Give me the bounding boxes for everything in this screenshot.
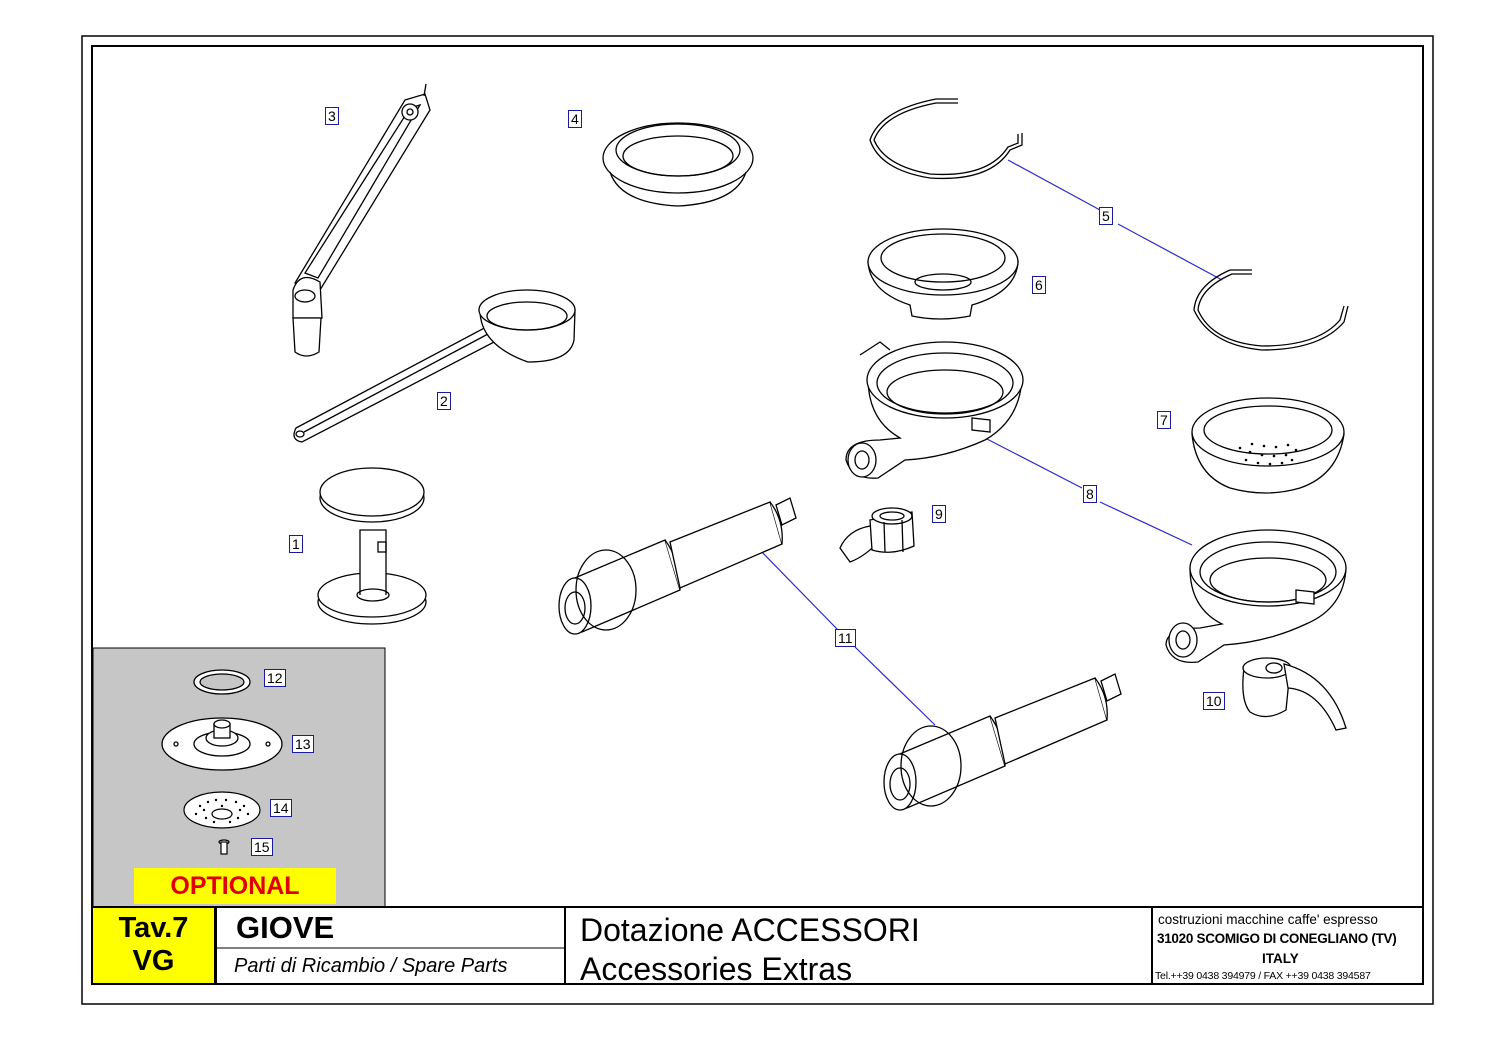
outer-frame xyxy=(81,35,1434,1005)
leader-lines xyxy=(756,159,1223,726)
part-label-7: 7 xyxy=(1157,411,1171,429)
part-label-9: 9 xyxy=(932,505,946,523)
part-label-14: 14 xyxy=(270,799,292,817)
part-label-12: 12 xyxy=(264,669,286,687)
title-block-grid xyxy=(92,906,1423,984)
part-9-spout xyxy=(839,507,915,563)
part-label-5: 5 xyxy=(1099,207,1113,225)
optional-badge: OPTIONAL xyxy=(134,868,336,904)
maker-country: ITALY xyxy=(1262,951,1299,966)
maker-tagline: costruzioni macchine caffe' espresso xyxy=(1158,912,1378,927)
spare-parts-label: Parti di Ricambio / Spare Parts xyxy=(234,955,508,977)
part-label-8: 8 xyxy=(1083,485,1097,503)
part-5-spring-bottom xyxy=(1193,269,1349,351)
drawing-code: Tav.7 xyxy=(118,912,189,944)
part-label-4: 4 xyxy=(568,110,582,128)
maker-address: 31020 SCOMIGO DI CONEGLIANO (TV) xyxy=(1157,931,1397,946)
part-11-cylinder-lower xyxy=(883,673,1122,811)
part-13-shower-holder xyxy=(161,717,283,771)
part-10-double-spout xyxy=(1242,657,1347,731)
part-label-13: 13 xyxy=(292,735,314,753)
part-label-1: 1 xyxy=(289,535,303,553)
drawing-code-box: Tav.7 VG xyxy=(93,908,216,983)
model-name: GIOVE xyxy=(236,910,335,945)
part-1-tamper xyxy=(317,467,427,625)
part-8-portafilter-upper xyxy=(845,341,1024,479)
part-7-perforated-basket xyxy=(1191,397,1345,494)
part-label-11: 11 xyxy=(835,629,856,647)
description-italian: Dotazione ACCESSORI xyxy=(580,912,920,948)
part-2-measuring-spoon xyxy=(293,289,576,443)
part-11-cylinder-upper xyxy=(558,497,797,635)
part-14-shower-screen xyxy=(183,791,261,829)
part-4-ring xyxy=(602,122,754,207)
part-15-screw xyxy=(218,839,230,855)
part-label-3: 3 xyxy=(325,107,339,125)
part-3-steam-wand xyxy=(292,83,431,357)
part-label-6: 6 xyxy=(1032,276,1046,294)
part-label-10: 10 xyxy=(1203,692,1225,710)
part-12-gasket xyxy=(193,669,251,695)
part-6-filter-basket xyxy=(867,228,1019,320)
drawing-variant: VG xyxy=(132,945,175,977)
inner-frame xyxy=(91,45,1424,985)
description-english: Accessories Extras xyxy=(580,951,853,987)
maker-contact: Tel.++39 0438 394979 / FAX ++39 0438 394… xyxy=(1155,970,1371,982)
part-5-spring-top xyxy=(869,98,1023,180)
part-8-portafilter-lower xyxy=(1165,529,1347,664)
part-label-15: 15 xyxy=(251,838,273,856)
part-label-2: 2 xyxy=(437,392,451,410)
